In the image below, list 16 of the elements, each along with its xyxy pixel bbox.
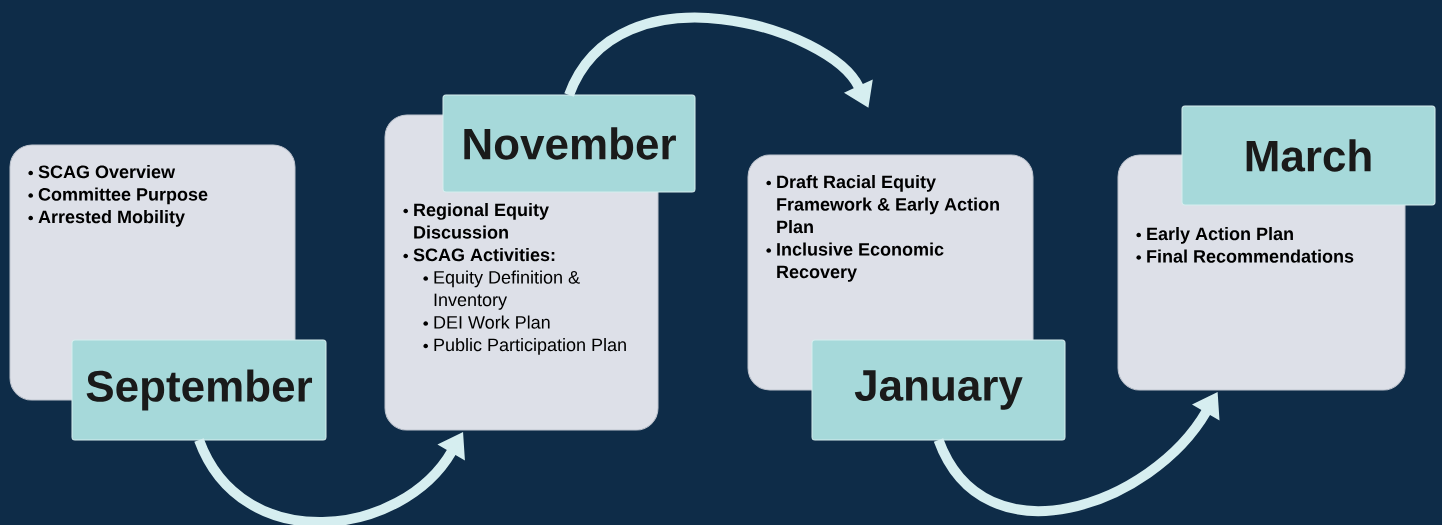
bullet-item: SCAG Activities: — [413, 248, 555, 262]
bullet-item: Committee Purpose — [38, 187, 208, 205]
bullet-item: Regional Equity Discussion — [414, 203, 549, 239]
bullet-item: Equity Definition & Inventory — [434, 270, 580, 310]
bullet-item: Early Action Plan — [1147, 227, 1293, 244]
bullet-item: Draft Racial Equity Framework & Early Action Plan — [777, 175, 999, 234]
bullet-item: DEI Work Plan — [434, 315, 550, 329]
bullet-item: Public Participation Plan — [434, 338, 626, 355]
bullet-item: Final Recommendations — [1147, 249, 1354, 263]
bullet-item: Arrested Mobility — [38, 210, 185, 227]
bullet-item: Inclusive Economic Recovery — [777, 242, 944, 282]
bullet-item: SCAG Overview — [38, 165, 176, 179]
month-tab: November — [442, 94, 696, 193]
month-tab: March — [1181, 105, 1436, 206]
month-tab: January — [811, 339, 1066, 441]
month-tab: September — [71, 339, 327, 441]
